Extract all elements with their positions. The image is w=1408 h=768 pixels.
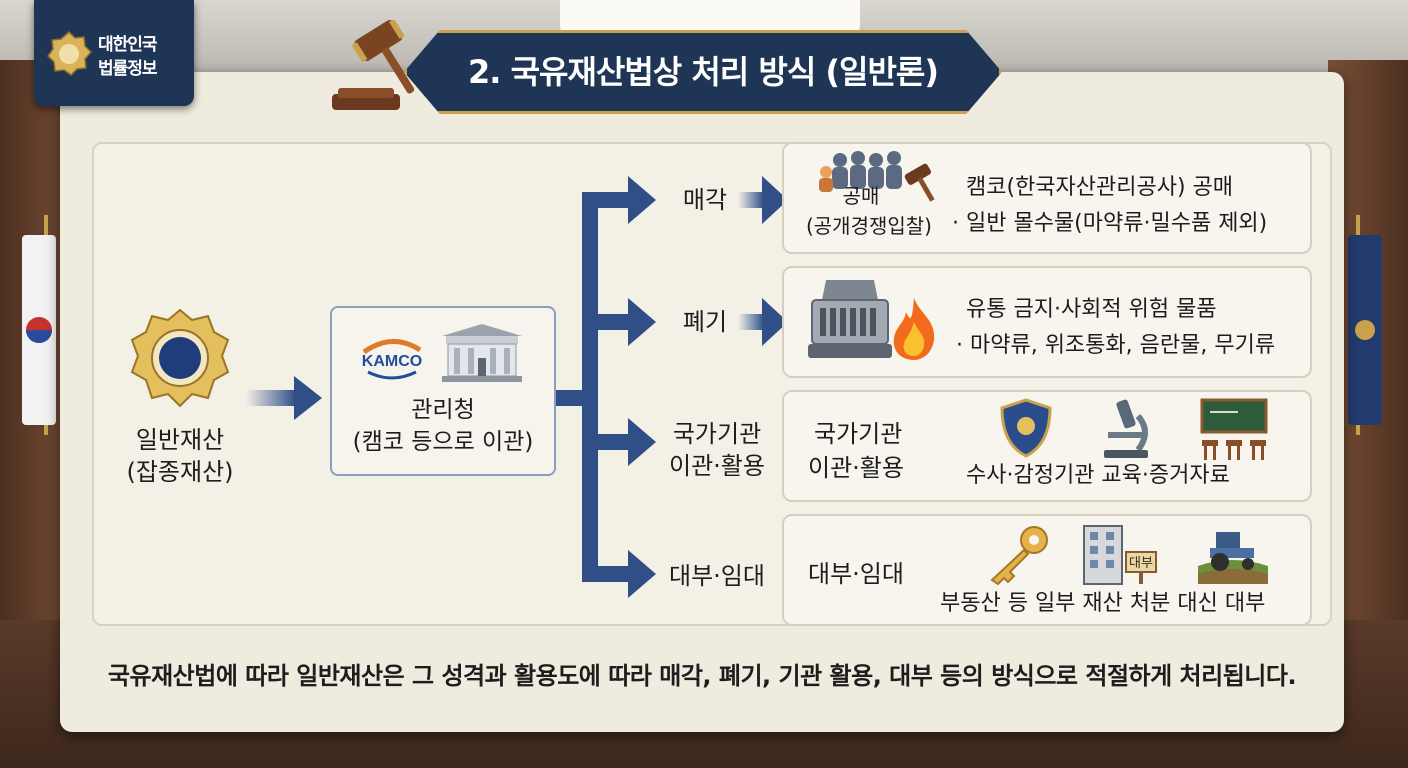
government-seal-icon: [130, 308, 230, 408]
page-title: 2. 국유재산법상 처리 방식 (일반론): [468, 53, 939, 91]
site-logo[interactable]: 대한인국 법률정보: [34, 0, 194, 106]
transfer-card-title-2: 이관·활용: [808, 454, 904, 482]
manager-label: 관리청 (캠코 등으로 이관): [330, 394, 556, 458]
ceiling-light: [560, 0, 860, 34]
key-icon: [990, 526, 1048, 586]
branch-label-transfer-line1: 국가기관: [672, 420, 762, 448]
gavel-icon: [332, 20, 415, 110]
tractor-icon: [1198, 532, 1268, 584]
connector-trunk: [582, 196, 598, 582]
branch-label-transfer-line2: 이관·활용: [669, 452, 765, 480]
arrow-sale-to-card: [738, 176, 788, 224]
lease-desc: 부동산 등 일부 재산 처분 대신 대부: [940, 591, 1266, 616]
transfer-desc: 수사·감정기관 교육·증거자료: [966, 463, 1230, 488]
korean-flag-icon: [22, 235, 56, 425]
small-gavel-icon: [904, 163, 935, 202]
shredder-icon: [808, 280, 892, 358]
lease-sign-text: 대부: [1129, 556, 1153, 571]
sale-desc-1: 캠코(한국자산관리공사) 공매: [966, 175, 1234, 200]
branch-label-sale: 매각: [682, 186, 728, 214]
arrow-disposal-to-card: [738, 298, 788, 346]
connector-manager-trunk: [556, 390, 584, 406]
apartment-icon: 대부: [1083, 525, 1157, 585]
manager-label-line1: 관리청: [411, 397, 475, 423]
title-banner-shape: [404, 30, 1002, 114]
manager-label-line2: (캠코 등으로 이관): [352, 429, 534, 455]
logo-text-line2: 법률정보: [98, 59, 158, 79]
manager-box: [330, 306, 556, 476]
seal-icon: [47, 30, 92, 76]
fire-icon: [893, 298, 935, 360]
branch-label-transfer: 국가기관 이관·활용: [652, 418, 782, 482]
court-flag-icon: [1348, 235, 1382, 425]
disposal-desc-1: 유통 금지·사회적 위험 물품: [966, 297, 1217, 322]
arrow-branch-transfer: [590, 418, 656, 466]
arrow-branch-disposal: [590, 298, 656, 346]
arrow-branch-lease: [582, 550, 656, 598]
source-label: 일반재산 (잡종재산): [100, 424, 260, 488]
summary-caption: 국유재산법에 따라 일반재산은 그 성격과 활용도에 따라 매각, 폐기, 기관…: [107, 662, 1297, 690]
arrow-source-to-manager: [246, 376, 322, 420]
source-label-line1: 일반재산: [135, 426, 225, 454]
kamco-logo: KAMCO: [362, 339, 422, 380]
disposal-desc-2: · 마약류, 위조통화, 음란물, 무기류: [956, 333, 1276, 358]
branch-label-disposal: 폐기: [682, 308, 728, 336]
transfer-card-title-1: 국가기관: [814, 420, 903, 448]
branch-label-lease: 대부·임대: [669, 562, 765, 590]
classroom-icon: [1200, 398, 1268, 460]
building-icon: [442, 324, 522, 382]
title-banner: 2. 국유재산법상 처리 방식 (일반론): [404, 30, 1002, 114]
logo-text-line1: 대한인국: [98, 35, 158, 55]
police-badge-icon: [1000, 398, 1052, 458]
arrow-branch-sale: [582, 176, 656, 224]
lease-card-title: 대부·임대: [808, 560, 904, 588]
sale-icon-caption-1: 공매: [842, 184, 880, 208]
source-label-line2: (잡종재산): [126, 458, 234, 486]
sale-desc-2: · 일반 몰수물(마약류·밀수품 제외): [952, 211, 1268, 236]
microscope-icon: [1104, 399, 1148, 458]
crowd-icon: [819, 151, 935, 202]
kamco-text: KAMCO: [362, 353, 422, 370]
sale-icon-caption-2: (공개경쟁입찰): [805, 214, 932, 238]
